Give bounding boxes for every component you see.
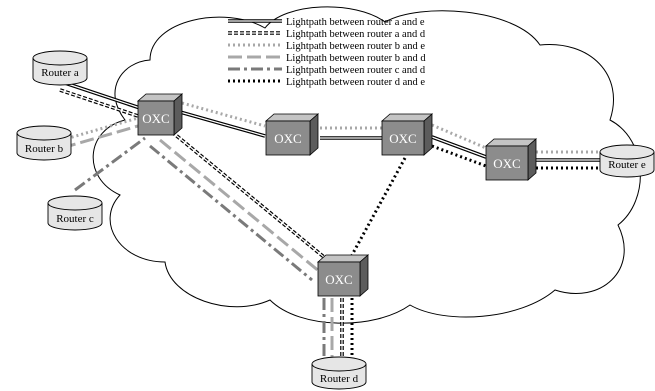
router-d: Router d — [311, 356, 367, 390]
oxc-label: OXC — [389, 131, 416, 146]
legend-label: Lightpath between router a and e — [286, 17, 425, 28]
legend-item-a-e: Lightpath between router a and e — [228, 17, 425, 28]
router-b-label: Router b — [25, 143, 64, 155]
router-a: Router a — [32, 50, 88, 86]
oxc-node-4: OXC — [484, 138, 538, 181]
legend-label: Lightpath between router d and e — [286, 77, 425, 88]
router-a-label: Router a — [41, 67, 79, 79]
legend-label: Lightpath between router a and d — [286, 29, 426, 40]
link-oxc4-e — [536, 150, 600, 170]
legend: Lightpath between router a and e Lightpa… — [228, 17, 426, 88]
legend-label: Lightpath between router c and d — [286, 65, 426, 76]
link-a-oxc1 — [59, 80, 141, 118]
router-e: Router e — [599, 144, 655, 178]
router-e-label: Router e — [608, 159, 646, 171]
network-cloud — [92, 6, 641, 324]
legend-item-b-e: Lightpath between router b and e — [228, 41, 425, 52]
legend-item-d-e: Lightpath between router d and e — [228, 77, 425, 88]
link-oxc3-oxc4 — [431, 123, 487, 168]
oxc-label: OXC — [325, 272, 352, 287]
link-oxc2-oxc3 — [320, 126, 382, 140]
oxc-node-1: OXC — [136, 93, 184, 136]
link-oxc1-oxc5 — [149, 130, 332, 282]
router-c-label: Router c — [56, 213, 94, 225]
link-b-oxc1 — [61, 116, 139, 150]
link-oxc1-oxc2 — [179, 101, 266, 138]
oxc-node-2: OXC — [264, 113, 320, 156]
oxc-node-5: OXC — [316, 254, 370, 297]
link-oxc3-oxc5 — [350, 157, 407, 256]
legend-item-b-d: Lightpath between router b and d — [228, 53, 426, 64]
legend-label: Lightpath between router b and e — [286, 41, 425, 52]
oxc-label: OXC — [493, 156, 520, 171]
oxc-node-3: OXC — [380, 113, 434, 156]
legend-item-c-d: Lightpath between router c and d — [228, 65, 426, 76]
legend-item-a-d: Lightpath between router a and d — [228, 29, 426, 40]
router-b: Router b — [16, 125, 72, 161]
legend-label: Lightpath between router b and d — [286, 53, 426, 64]
router-c: Router c — [47, 195, 103, 231]
link-oxc5-d — [322, 298, 354, 360]
link-c-oxc1 — [74, 136, 146, 192]
oxc-label: OXC — [142, 111, 169, 126]
lightpaths — [59, 80, 600, 360]
oxc-label: OXC — [274, 131, 301, 146]
router-d-label: Router d — [320, 373, 359, 385]
